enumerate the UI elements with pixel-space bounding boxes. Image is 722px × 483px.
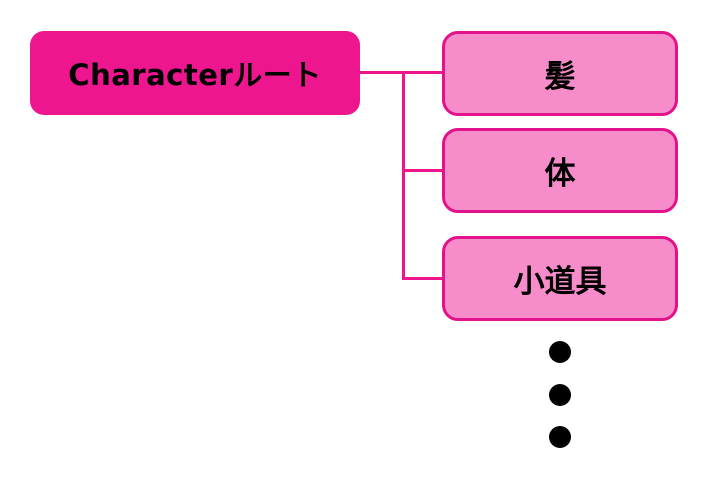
root-node: Characterルート	[30, 31, 360, 115]
child-node-body-label: 体	[544, 156, 576, 192]
child-node-hair: 髪	[442, 31, 678, 116]
child-node-hair-label: 髪	[544, 59, 576, 95]
connector-root-to-trunk	[360, 71, 443, 74]
ellipsis-dot	[549, 341, 571, 363]
connector-trunk-to-props	[402, 277, 443, 280]
connector-trunk-to-body	[402, 169, 443, 172]
child-node-props-label: 小道具	[513, 264, 607, 300]
ellipsis-dot	[549, 384, 571, 406]
child-node-props: 小道具	[442, 236, 678, 321]
child-node-body: 体	[442, 128, 678, 213]
ellipsis-dot	[549, 426, 571, 448]
root-node-label: Characterルート	[68, 58, 322, 92]
connector-trunk-vertical	[402, 71, 405, 280]
